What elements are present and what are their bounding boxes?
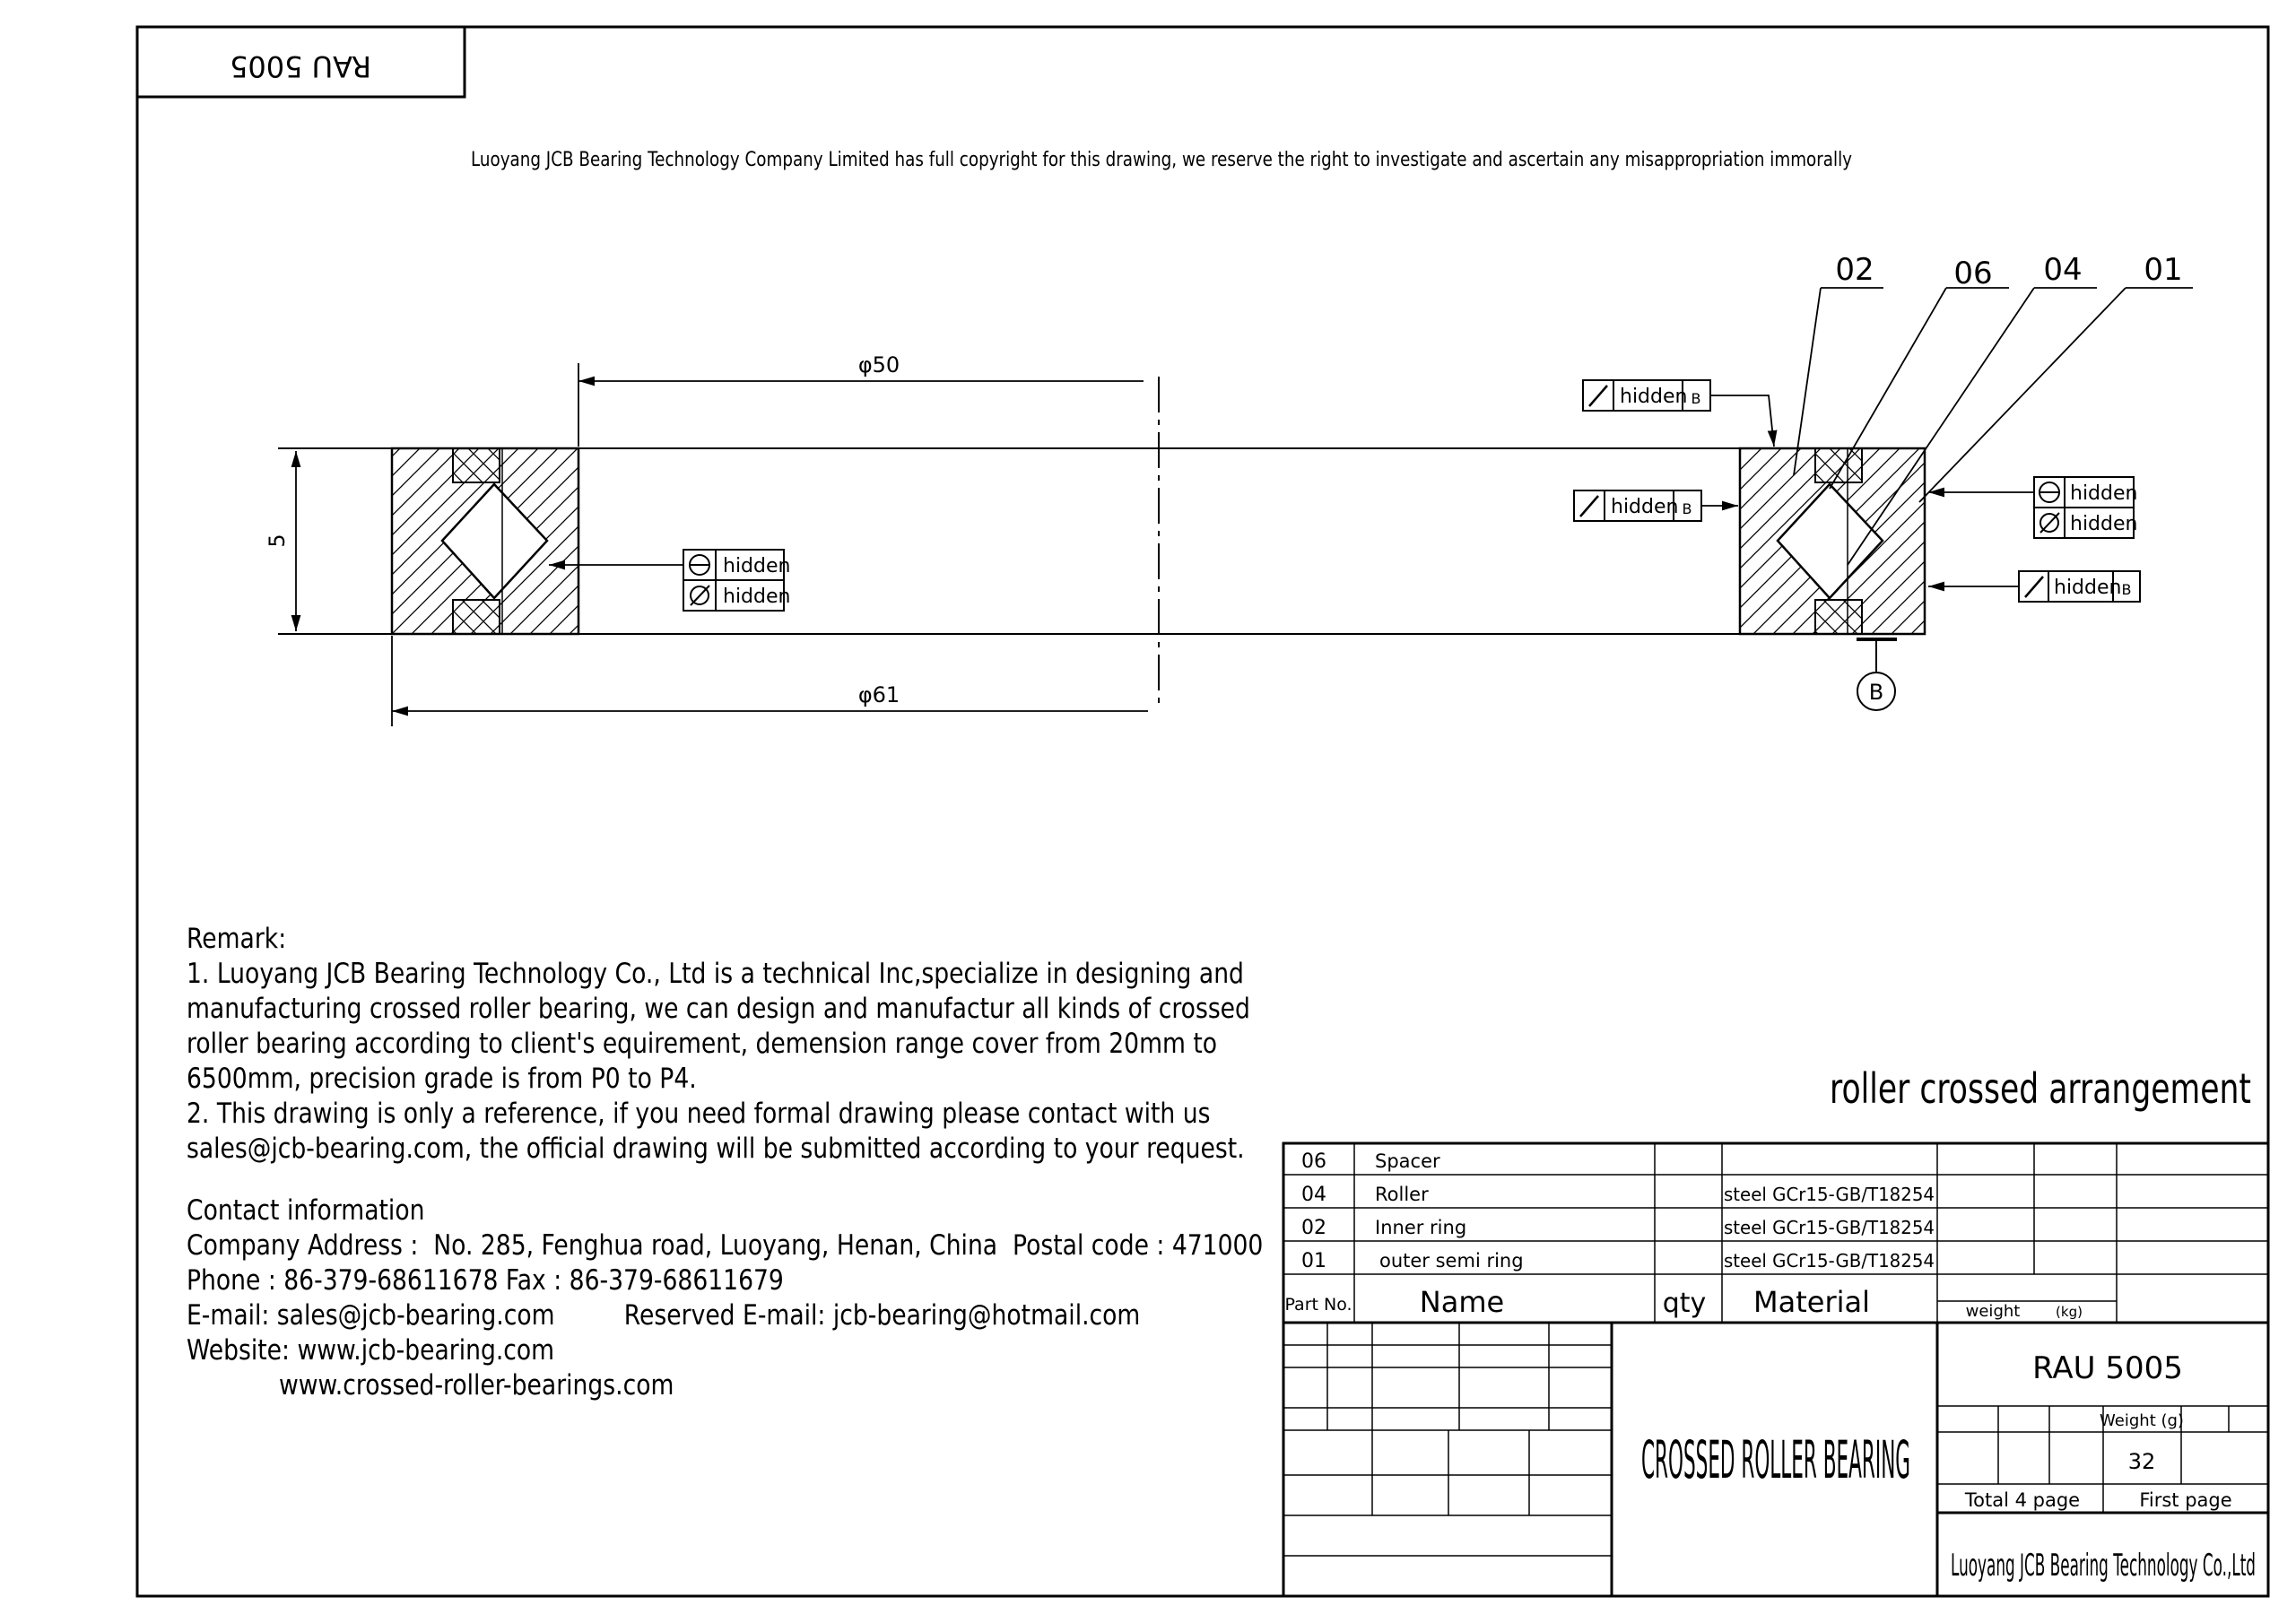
contact-address: Company Address : No. 285, Fenghua road,… (187, 1229, 1264, 1262)
copyright-notice: Luoyang JCB Bearing Technology Company L… (471, 149, 1852, 171)
left-tolerance-frames: hidden hidden (549, 549, 790, 612)
row-02-name: Inner ring (1375, 1217, 1466, 1238)
remarks-block: Remark: 1. Luoyang JCB Bearing Technolog… (187, 922, 1264, 1403)
runout-icon (1588, 385, 1608, 407)
remark-line: roller bearing according to client's equ… (187, 1028, 1218, 1060)
contact-heading: Contact information (187, 1194, 425, 1227)
contact-emails: E-mail: sales@jcb-bearing.com Reserved E-… (187, 1298, 1140, 1333)
right-top-runout-datum: B (1692, 390, 1701, 407)
right-flatness-value: hidden (2070, 482, 2137, 505)
callout-01: 01 (2144, 252, 2182, 288)
right-mid-runout-value: hidden (1611, 496, 1678, 518)
row-02-no: 02 (1301, 1217, 1326, 1239)
product-name: CROSSED ROLLER BEARING (1641, 1429, 1910, 1490)
contact-email[interactable]: E-mail: sales@jcb-bearing.com (187, 1299, 555, 1332)
row-04-no: 04 (1301, 1184, 1326, 1206)
header-material: Material (1753, 1285, 1870, 1319)
parts-table (1282, 1141, 2270, 1598)
weight-value: 32 (2128, 1449, 2156, 1474)
right-top-runout-value: hidden (1620, 386, 1687, 408)
contact-reserved-email[interactable]: Reserved E-mail: jcb-bearing@hotmail.com (623, 1299, 1141, 1332)
remark-line: manufacturing crossed roller bearing, we… (187, 993, 1250, 1025)
cylindricity-icon (2039, 513, 2059, 533)
row-01-no: 01 (1301, 1250, 1326, 1272)
title-block: CROSSED ROLLER BEARING RAU 5005 Weight (… (1641, 1350, 2256, 1584)
header-qty: qty (1663, 1288, 1707, 1319)
dim-width: 5 (265, 534, 290, 547)
datum-b: B (1857, 638, 1897, 711)
contact-website[interactable]: Website: www.jcb-bearing.com (187, 1334, 555, 1367)
part-callouts: 02 06 04 01 (1793, 252, 2193, 566)
callout-04: 04 (2043, 252, 2082, 288)
row-04-name: Roller (1375, 1184, 1429, 1205)
runout-icon (2024, 576, 2044, 598)
remark-line: sales@jcb-bearing.com, the official draw… (187, 1133, 1245, 1165)
right-bottom-runout-frame: hidden B (1928, 570, 2141, 603)
cylindricity-icon (690, 586, 709, 605)
contact-phone: Phone : 86-379-68611678 Fax : 86-379-686… (187, 1264, 784, 1297)
right-mid-runout-datum: B (1683, 500, 1692, 517)
model-number: RAU 5005 (2032, 1350, 2183, 1386)
header-weight: weight (1966, 1302, 2021, 1321)
header-weight-unit: (kg) (2056, 1304, 2083, 1320)
runout-icon (1579, 495, 1599, 517)
left-flatness-value: hidden (723, 555, 790, 577)
weight-label: Weight (g) (2100, 1411, 2184, 1430)
header-name: Name (1420, 1285, 1504, 1319)
company-name: Luoyang JCB Bearing Technology Co.,Ltd (1951, 1548, 2256, 1584)
sheet-border (135, 25, 2270, 1598)
right-section (1738, 447, 1926, 636)
callout-06: 06 (1953, 256, 1992, 291)
datum-b-label: B (1869, 680, 1883, 705)
tag-label: RAU 5005 (230, 49, 371, 83)
right-top-runout-frame: hidden B (1582, 379, 1778, 447)
remark-line: 6500mm, precision grade is from P0 to P4… (187, 1063, 697, 1095)
total-pages: Total 4 page (1964, 1489, 2080, 1511)
remark-line: 1. Luoyang JCB Bearing Technology Co., L… (187, 958, 1244, 990)
row-06-name: Spacer (1375, 1150, 1440, 1172)
parts-table-rows: 06 Spacer 04 Roller steel GCr15-GB/T1825… (1284, 1150, 2083, 1321)
left-section (390, 447, 580, 636)
row-02-material: steel GCr15-GB/T18254 (1724, 1217, 1935, 1238)
right-bottom-runout-datum: B (2122, 581, 2132, 598)
row-06-no: 06 (1301, 1150, 1326, 1173)
remarks-heading: Remark: (187, 923, 287, 955)
right-mid-runout-frame: hidden B (1573, 490, 1738, 522)
tag-box (137, 27, 466, 99)
row-04-material: steel GCr15-GB/T18254 (1724, 1184, 1935, 1205)
right-bottom-runout-value: hidden (2054, 577, 2121, 599)
remark-line: 2. This drawing is only a reference, if … (187, 1098, 1211, 1130)
arrangement-label: roller crossed arrangement (1830, 1064, 2251, 1113)
callout-02: 02 (1835, 252, 1874, 288)
header-part-no: Part No. (1284, 1295, 1352, 1315)
page-label: First page (2139, 1489, 2231, 1511)
dim-outer: φ61 (858, 682, 900, 707)
row-01-name: outer semi ring (1379, 1250, 1524, 1271)
contact-website-2[interactable]: www.crossed-roller-bearings.com (278, 1369, 674, 1402)
left-parallelism-value: hidden (723, 586, 790, 608)
row-01-material: steel GCr15-GB/T18254 (1724, 1250, 1935, 1271)
right-parallelism-value: hidden (2070, 513, 2137, 535)
dim-bore: φ50 (858, 352, 900, 378)
right-tolerance-frames: hidden hidden (1928, 476, 2137, 539)
